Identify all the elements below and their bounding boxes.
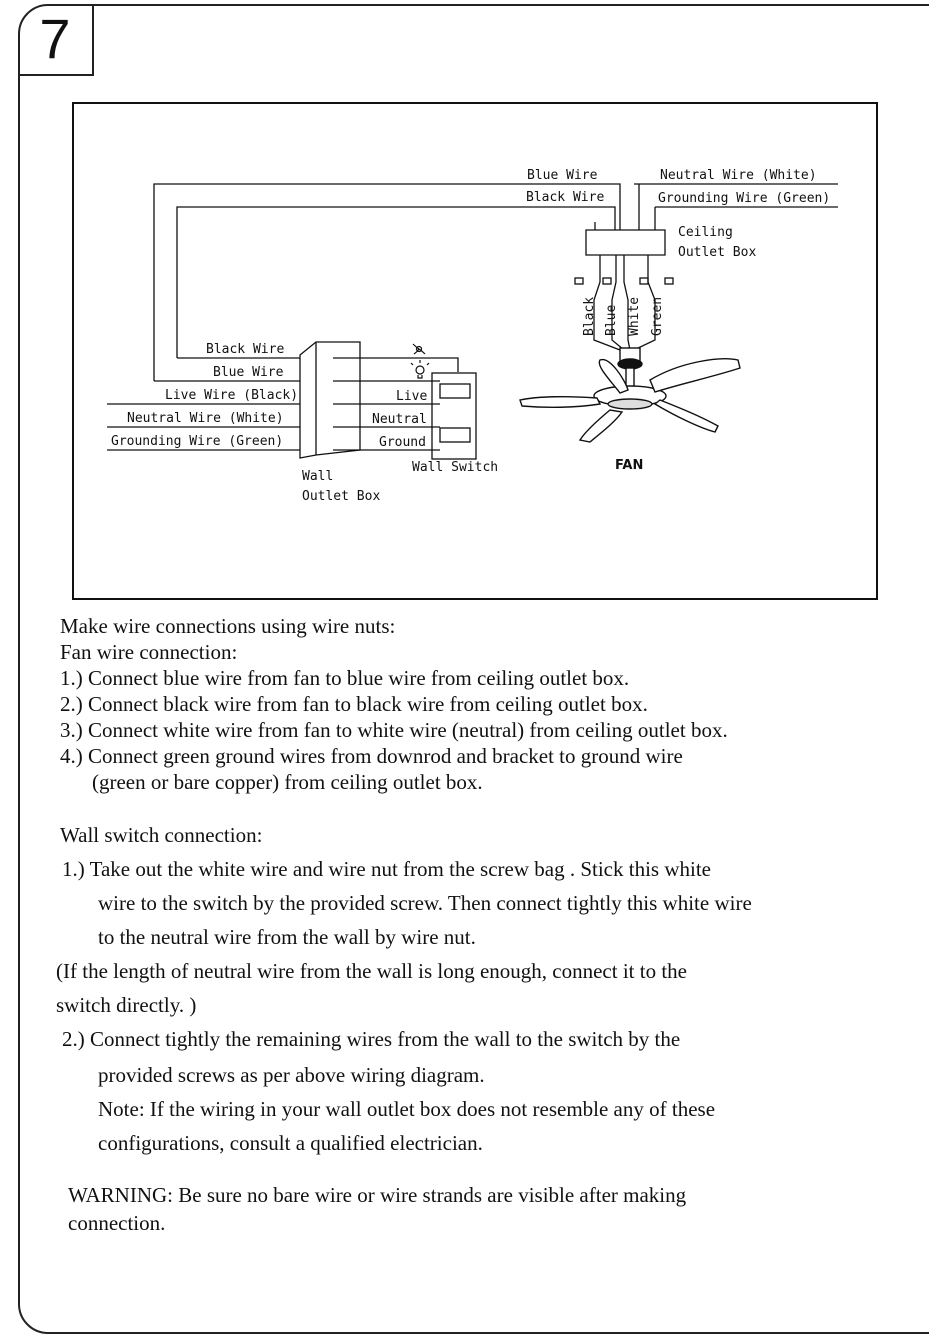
label-grounding-wire-wall: Grounding Wire (Green): [111, 434, 283, 449]
label-wall-outlet-box-line2: Outlet Box: [302, 489, 380, 504]
fan-step-1: 1.) Connect blue wire from fan to blue w…: [60, 666, 630, 690]
note-line2: configurations, consult a qualified elec…: [98, 1131, 483, 1155]
wiring-diagram: Blue Wire Black Wire Neutral Wire (White…: [72, 102, 878, 600]
fan-step-4: 4.) Connect green ground wires from down…: [60, 744, 683, 768]
warning-line1: WARNING: Be sure no bare wire or wire st…: [68, 1183, 687, 1207]
fan-step-4-continued: (green or bare copper) from ceiling outl…: [92, 770, 483, 794]
page-number: 7: [18, 4, 94, 76]
label-switch-live: Live: [396, 389, 427, 404]
label-blue-wire-ceiling: Blue Wire: [527, 168, 598, 183]
label-fan-wire-black: Black: [582, 297, 597, 336]
label-ceiling-outlet-box-line2: Outlet Box: [678, 245, 756, 260]
diagram-border: [72, 102, 878, 600]
label-live-wire: Live Wire (Black): [165, 388, 298, 403]
wall-step-1-line3: to the neutral wire from the wall by wir…: [98, 925, 476, 949]
fan-step-2: 2.) Connect black wire from fan to black…: [60, 692, 648, 716]
note-line1: Note: If the wiring in your wall outlet …: [98, 1097, 716, 1121]
wall-step-1-line2: wire to the switch by the provided screw…: [98, 891, 752, 915]
fan-heading: Fan wire connection:: [60, 640, 238, 664]
label-fan: FAN: [615, 458, 643, 473]
label-fan-wire-white: White: [627, 297, 642, 336]
label-ceiling-outlet-box-line1: Ceiling: [678, 225, 733, 240]
fan-symbol-icon: [412, 343, 426, 355]
label-black-wire-ceiling: Black Wire: [526, 190, 604, 205]
label-fan-wire-blue: Blue: [604, 305, 619, 336]
label-switch-ground: Ground: [379, 435, 426, 450]
intro-text: Make wire connections using wire nuts:: [60, 614, 396, 638]
label-blue-wire-wall: Blue Wire: [213, 365, 284, 380]
label-grounding-wire-ceiling: Grounding Wire (Green): [658, 191, 830, 206]
wall-step-1-line1: 1.) Take out the white wire and wire nut…: [62, 857, 711, 881]
label-wall-outlet-box-line1: Wall: [302, 469, 333, 484]
label-switch-neutral: Neutral: [372, 412, 427, 427]
light-bulb-icon: [410, 360, 430, 379]
label-neutral-wire-wall: Neutral Wire (White): [127, 411, 284, 426]
warning-line2: connection.: [68, 1211, 166, 1235]
label-black-wire-wall: Black Wire: [206, 342, 284, 357]
wall-step-2-line1: 2.) Connect tightly the remaining wires …: [62, 1027, 681, 1051]
paren-note-line2: switch directly. ): [56, 993, 197, 1017]
wall-step-2-line2: provided screws as per above wiring diag…: [98, 1063, 485, 1087]
label-fan-wire-green: Green: [650, 297, 665, 336]
label-wall-switch: Wall Switch: [412, 460, 498, 475]
paren-note-line1: (If the length of neutral wire from the …: [56, 959, 687, 983]
fan-step-3: 3.) Connect white wire from fan to white…: [60, 718, 728, 742]
label-neutral-wire-ceiling: Neutral Wire (White): [660, 168, 817, 183]
wall-heading: Wall switch connection:: [60, 823, 263, 847]
ceiling-fan-illustration: [519, 347, 741, 443]
